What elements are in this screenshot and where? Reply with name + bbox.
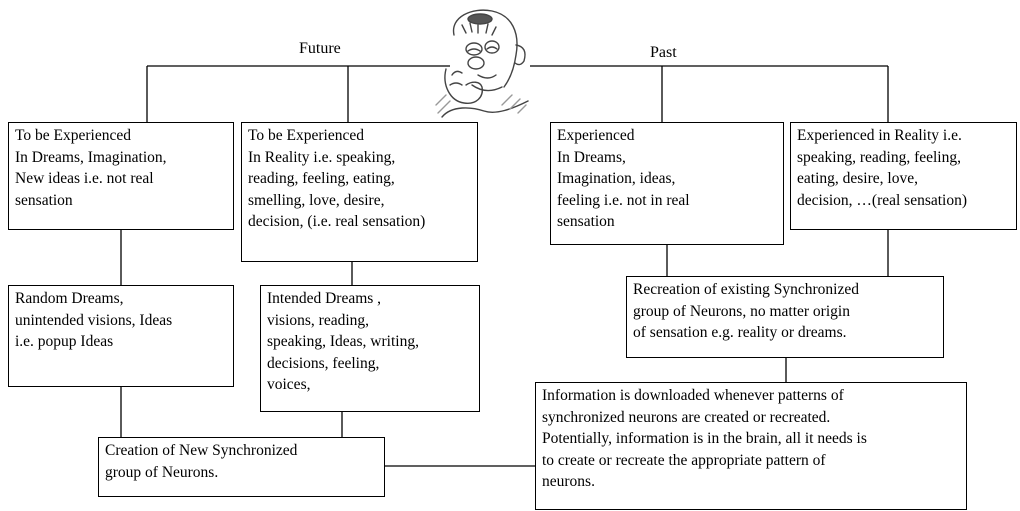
information-box: Information is downloaded whenever patte… [535,382,967,510]
thinking-cartoon-face-icon [435,9,529,118]
future-reality-box: To be Experienced In Reality i.e. speaki… [241,122,478,262]
future-dreams-box: To be Experienced In Dreams, Imagination… [8,122,234,230]
recreation-box: Recreation of existing Synchronized grou… [626,276,944,358]
creation-box: Creation of New Synchronized group of Ne… [98,437,385,497]
future-label: Future [299,40,341,57]
past-reality-box: Experienced in Reality i.e. speaking, re… [790,122,1017,230]
random-dreams-box: Random Dreams, unintended visions, Ideas… [8,285,234,387]
past-label: Past [650,44,677,61]
intended-dreams-box: Intended Dreams , visions, reading, spea… [260,285,480,412]
past-dreams-box: Experienced In Dreams, Imagination, idea… [550,122,784,245]
